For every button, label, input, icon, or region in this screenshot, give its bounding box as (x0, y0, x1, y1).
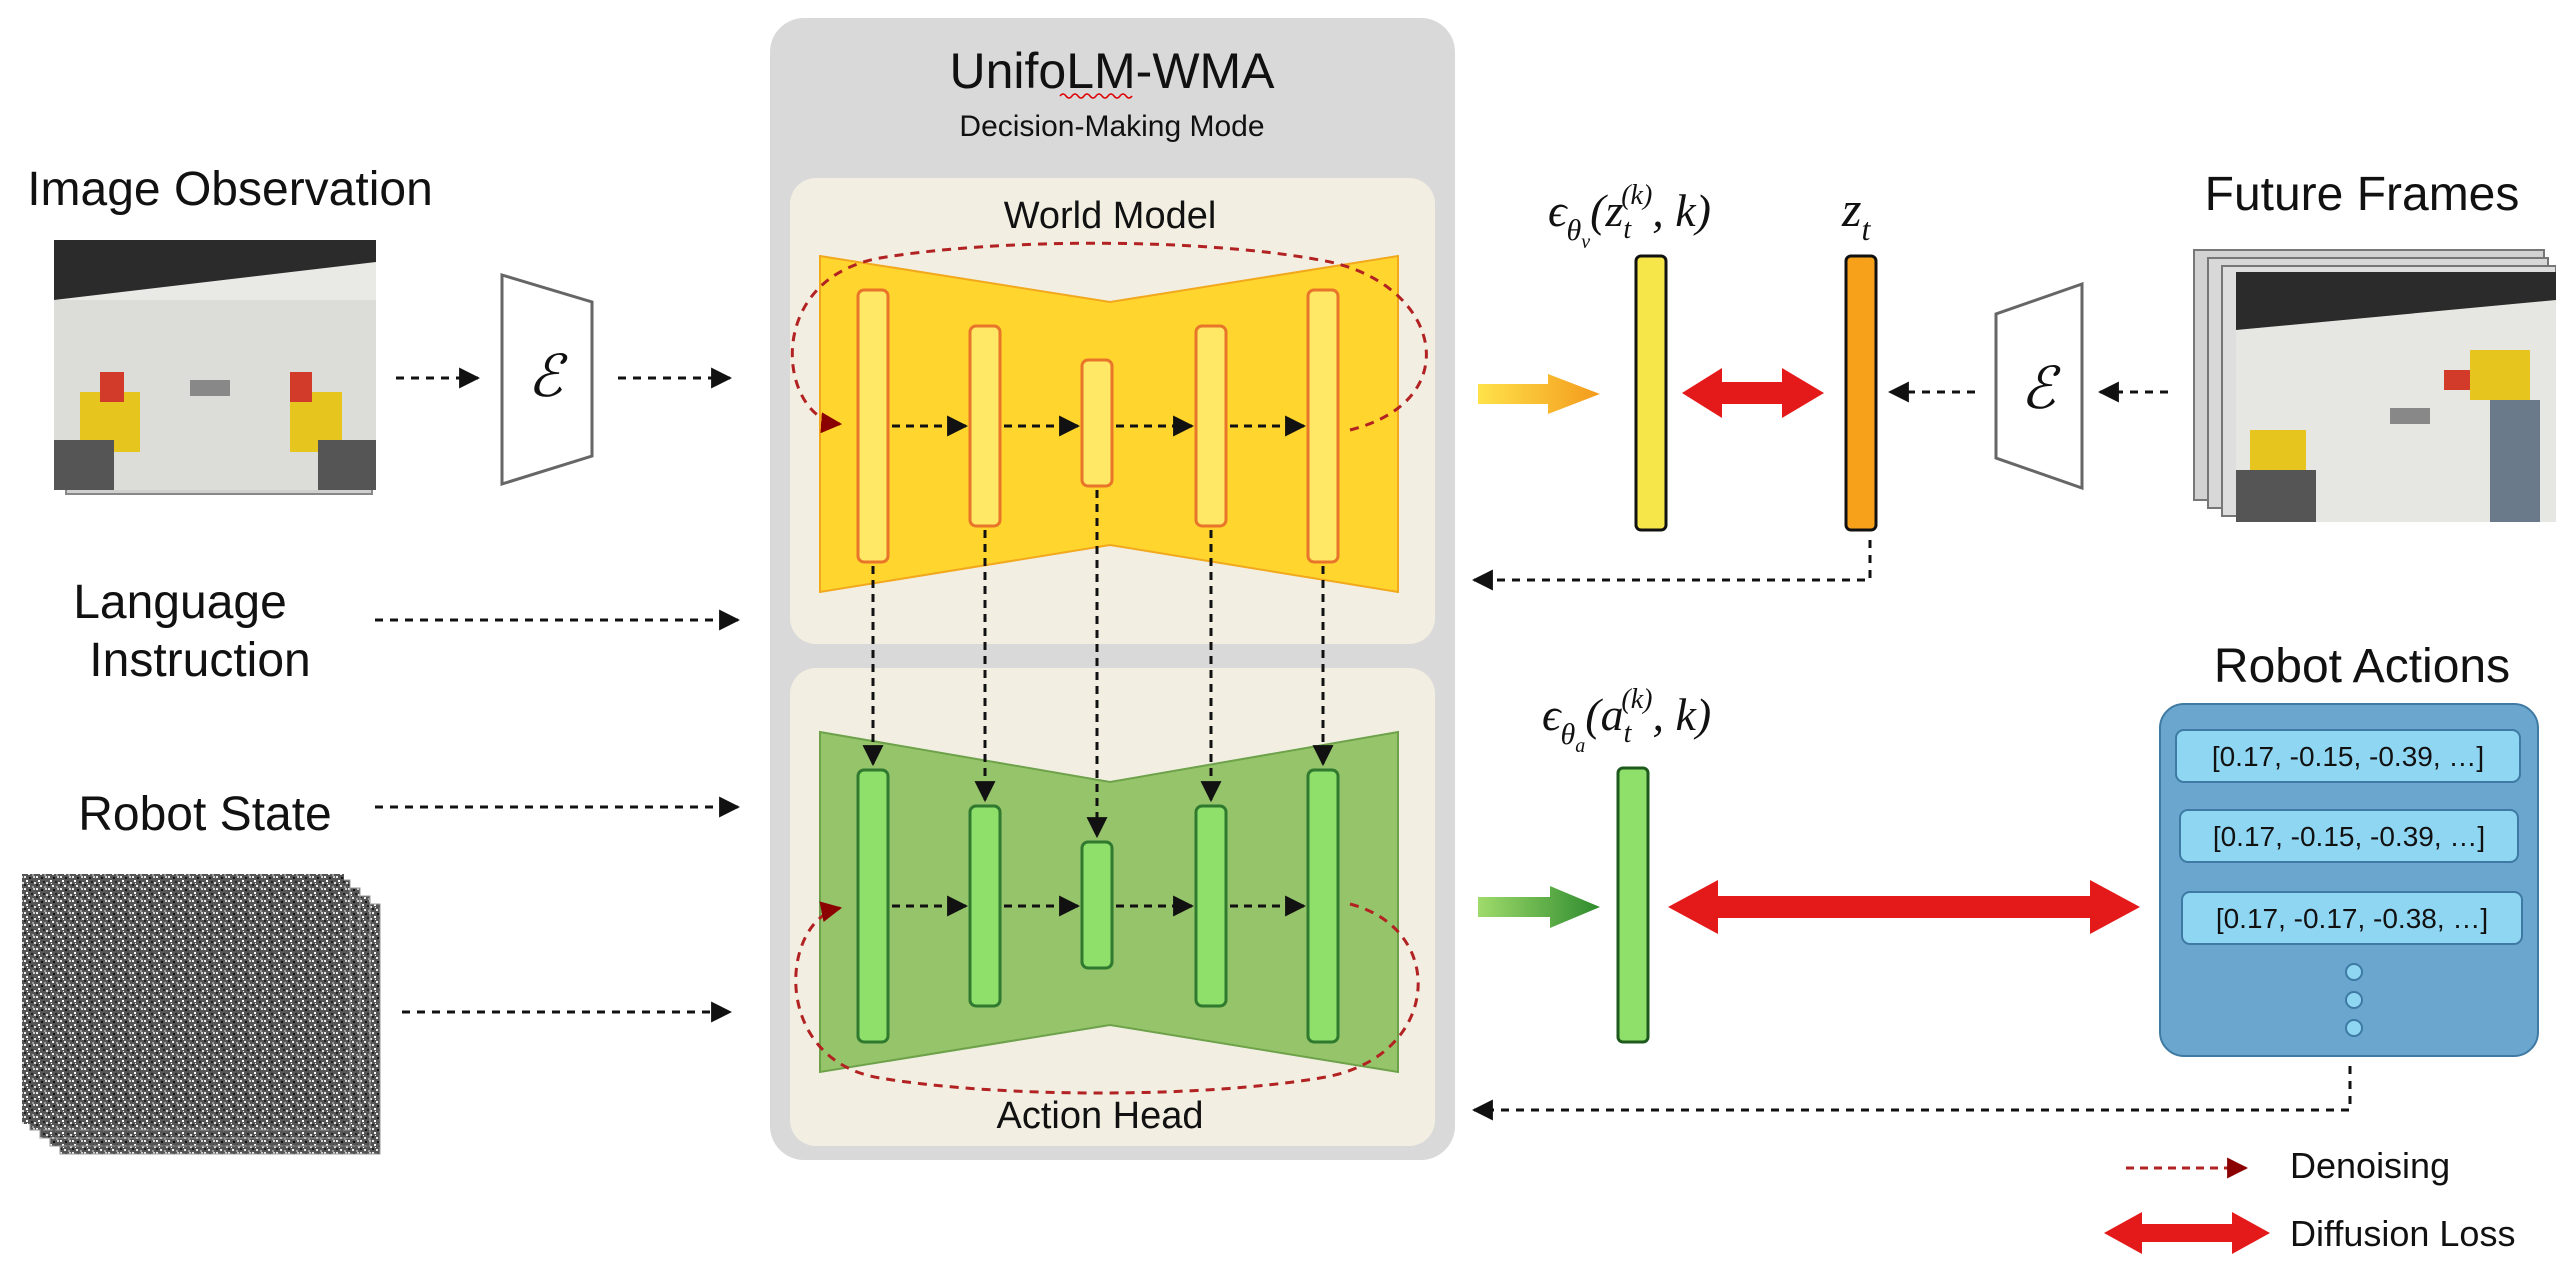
ellipsis-dot-2 (2345, 991, 2363, 1009)
wm-block-1 (856, 288, 890, 564)
action-row-2-text: [0.17, -0.15, -0.39, …] (2213, 821, 2485, 852)
action-head-label: Action Head (996, 1095, 1203, 1137)
noise-sample-stack (22, 874, 381, 1155)
future-encoder (1994, 281, 2084, 491)
ah-block-1 (856, 768, 890, 1044)
language-instruction-label-line2: Instruction (89, 634, 310, 687)
action-row-1-text: [0.17, -0.15, -0.39, …] (2212, 741, 2484, 772)
ah-block-2 (968, 804, 1002, 1008)
image-encoder (500, 272, 594, 487)
action-row-1 (2175, 729, 2521, 783)
action-diffusion-loss-arrow (1668, 880, 2140, 934)
future-encoder-symbol: ℰ (2020, 356, 2061, 421)
legend: Denoising Diffusion Loss (2104, 1145, 2515, 1254)
legend-denoising-label: Denoising (2290, 1145, 2450, 1186)
wm-output-arrow (1478, 374, 1600, 414)
wm-block-4 (1194, 324, 1228, 528)
action-row-3 (2181, 891, 2523, 945)
legend-diffusion-loss-label: Diffusion Loss (2290, 1213, 2515, 1254)
model-subtitle: Decision-Making Mode (959, 110, 1264, 143)
future-frames-photos (2193, 249, 2556, 522)
video-diffusion-loss-arrow (1682, 368, 1824, 418)
video-latent-zt (1844, 254, 1878, 532)
action-row-3-text: [0.17, -0.17, -0.38, …] (2216, 903, 2488, 934)
ellipsis-dot-3 (2345, 1019, 2363, 1037)
eps-theta-a-formula: ϵθa(at(k), k) (1542, 684, 1711, 757)
image-observation-photo (54, 240, 376, 495)
wm-to-ah-arrows (862, 490, 1334, 839)
legend-diffusion-loss-arrow (2104, 1212, 2270, 1254)
wm-block-3 (1080, 358, 1114, 488)
ah-denoising-loop (794, 901, 1420, 1095)
title-spellcheck-underline (1059, 93, 1133, 99)
wm-denoising-loop (790, 241, 1428, 434)
language-instruction-label-line1: Language (73, 576, 287, 629)
world-model-label: World Model (1004, 195, 1217, 237)
arrow-actions-back-to-model (1471, 1066, 2352, 1121)
wm-block-5 (1306, 288, 1340, 564)
ah-block-3 (1080, 840, 1114, 970)
predicted-noise-action (1616, 766, 1650, 1044)
action-row-2 (2179, 809, 2519, 863)
future-frames-label: Future Frames (2205, 168, 2520, 221)
wm-block-2 (968, 324, 1002, 528)
ellipsis-dot-1 (2345, 963, 2363, 981)
ah-block-4 (1194, 804, 1228, 1008)
image-observation-label: Image Observation (27, 163, 433, 216)
robot-actions-title: Robot Actions (2214, 640, 2510, 693)
eps-theta-v-formula: ϵθv(zt(k), k) (1548, 180, 1711, 253)
robot-state-label: Robot State (78, 788, 332, 841)
arrow-zt-back-to-model (1471, 540, 1872, 591)
predicted-noise-video (1634, 254, 1668, 532)
image-encoder-symbol: ℰ (527, 344, 568, 409)
zt-label: zt (1841, 181, 1871, 247)
ah-output-arrow (1478, 886, 1600, 928)
robot-actions-panel (2159, 703, 2539, 1057)
model-title: UnifoLM-WMA (949, 43, 1275, 99)
ah-block-5 (1306, 768, 1340, 1044)
